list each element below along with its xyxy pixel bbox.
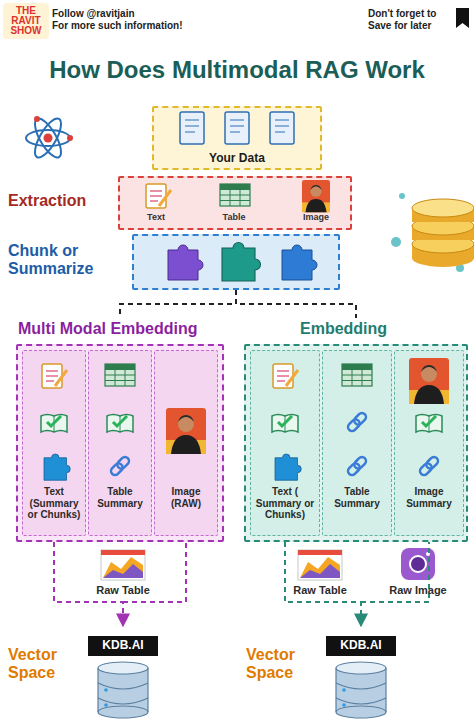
- vector-store: Vector SpaceKDB.AI: [246, 626, 446, 718]
- link-icon: [346, 455, 367, 476]
- node-text: Table Summary: [324, 486, 390, 509]
- bookmark-icon: [456, 8, 469, 28]
- connector: [120, 290, 236, 318]
- embedding-column: Image (RAW): [154, 350, 218, 536]
- image-icon: [409, 358, 449, 404]
- document-icons: [180, 112, 294, 144]
- vector-store: Vector SpaceKDB.AI: [8, 626, 168, 718]
- node-text: Vector Space: [246, 646, 322, 681]
- node-text: Text ( Summary or Chunks): [252, 486, 318, 521]
- raw-table-icon: [298, 550, 342, 580]
- puzzle-icons: [168, 243, 317, 282]
- dashed-frame: [132, 234, 340, 290]
- icon-label: Image: [296, 212, 336, 222]
- node-text: Vector Space: [8, 646, 84, 681]
- embedding-group: EmbeddingText ( Summary or Chunks) Table …: [244, 318, 468, 542]
- node-text: Your Data: [152, 152, 322, 166]
- header-note: Save for later: [368, 20, 454, 32]
- icon-label: Raw Image: [383, 584, 453, 597]
- header-note: Follow @ravitjain: [52, 8, 222, 20]
- logo-text: KDB.AI: [326, 636, 396, 656]
- book-icon: [107, 415, 133, 433]
- embedding-group: Multi Modal EmbeddingText (Summary or Ch…: [16, 318, 224, 542]
- embedding-column: Table Summary: [322, 350, 392, 536]
- icon-label: Text: [136, 212, 176, 222]
- embedding-column: Text ( Summary or Chunks): [250, 350, 320, 536]
- node-text: Text (Summary or Chunks): [24, 486, 84, 521]
- connector: [54, 542, 123, 626]
- icon-label: Raw Table: [88, 584, 158, 597]
- node-text: Chunk or Summarize: [8, 242, 118, 277]
- image-icon: [166, 408, 206, 454]
- table-icon: [342, 364, 372, 386]
- raw-table-icon: [101, 550, 145, 580]
- embedding-column: Table Summary: [88, 350, 152, 536]
- link-icon: [418, 455, 439, 476]
- puzzle-icon: [275, 454, 301, 480]
- connector: [236, 290, 356, 318]
- page-title: How Does Multimodal RAG Work: [0, 56, 474, 84]
- node-text: Image (RAW): [156, 486, 216, 509]
- connector: [285, 542, 361, 626]
- logo-badge: [3, 3, 49, 39]
- table-icon: [105, 364, 135, 386]
- book-icon: [41, 415, 67, 433]
- table-icon: [220, 184, 250, 206]
- node-text: Extraction: [8, 192, 116, 210]
- process-box: Extraction: [8, 176, 352, 230]
- text-icon: [42, 364, 67, 388]
- embedding-column: Image Summary: [394, 350, 464, 536]
- text-icon: [146, 184, 171, 208]
- image-icon: [302, 180, 330, 212]
- icon-label: Raw Table: [285, 584, 355, 597]
- database-coins-icon: [391, 193, 474, 272]
- puzzle-icon: [44, 454, 70, 480]
- process-box: Chunk or Summarize: [8, 234, 340, 290]
- logo-text: THE RAVIT SHOW: [4, 6, 48, 36]
- book-icon: [272, 415, 298, 433]
- logo-text: KDB.AI: [88, 636, 158, 656]
- atom-icon: [26, 115, 73, 161]
- link-icon: [109, 455, 130, 476]
- embedding-column: Text (Summary or Chunks): [22, 350, 86, 536]
- header-note: For more such information!: [52, 20, 232, 32]
- link-icon: [346, 411, 367, 432]
- node-text: Image Summary: [396, 486, 462, 509]
- text-icon: [273, 364, 298, 388]
- node-text: Multi Modal Embedding: [18, 320, 224, 338]
- book-icon: [416, 415, 442, 433]
- database-icon: [98, 662, 148, 718]
- header-note: Don't forget to: [368, 8, 454, 20]
- icon-label: Table: [214, 212, 254, 222]
- database-icon: [336, 662, 386, 718]
- node-text: Embedding: [300, 320, 460, 338]
- data-source-box: Your Data: [152, 106, 322, 170]
- node-text: Table Summary: [90, 486, 150, 509]
- raw-image-icon: [401, 548, 435, 580]
